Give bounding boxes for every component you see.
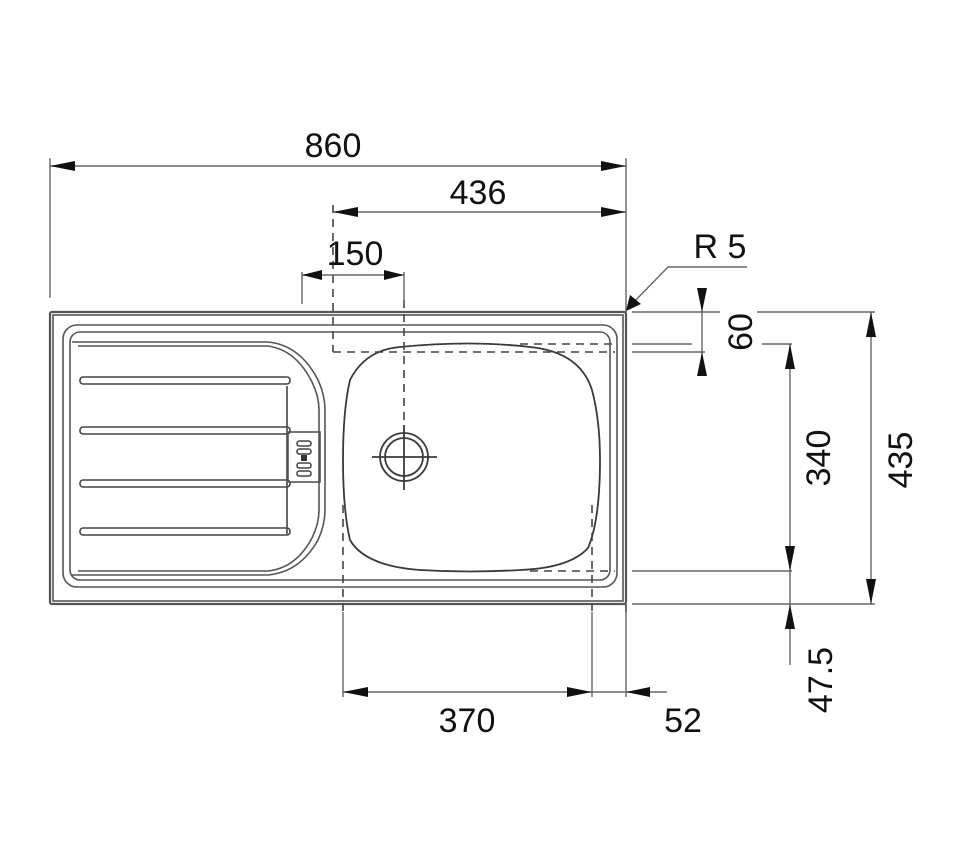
dimension-corner-radius: R 5: [626, 228, 747, 311]
label-bottom-to-bowl: 47.5: [802, 647, 840, 713]
label-corner-radius: R 5: [694, 228, 747, 266]
label-bowl-depth: 340: [800, 430, 838, 487]
sink-outline: [48, 310, 628, 606]
label-tap-hole-offset: 150: [327, 235, 384, 273]
overflow-slot-icon: [287, 431, 321, 483]
drainer: [72, 341, 326, 576]
label-overall-depth: 435: [882, 432, 920, 489]
dimension-bowl-center-to-right: 436: [333, 174, 626, 217]
dimension-bowl-depth: 340: [632, 343, 838, 572]
dimension-overall-width: 860: [49, 127, 627, 312]
label-top-to-bowl: 60: [722, 313, 760, 351]
label-right-margin: 52: [664, 702, 702, 740]
label-overall-width: 860: [305, 127, 362, 165]
dimension-bottom-to-bowl: 47.5: [785, 571, 840, 713]
label-bowl-center-to-right: 436: [450, 174, 507, 212]
drainer-ribs: [79, 376, 291, 536]
dimension-top-to-bowl: 60: [632, 288, 875, 376]
waste-outlet-icon: [372, 425, 437, 490]
dimension-right-margin: 52: [592, 612, 702, 740]
cutout-dashed-lines: [332, 205, 627, 612]
label-bowl-width: 370: [439, 702, 496, 740]
dimension-overall-depth: 435: [632, 312, 920, 605]
dimension-bowl-width: 370: [342, 612, 593, 740]
dimension-tap-hole-offset: 150: [301, 235, 405, 304]
main-bowl: [342, 342, 601, 573]
